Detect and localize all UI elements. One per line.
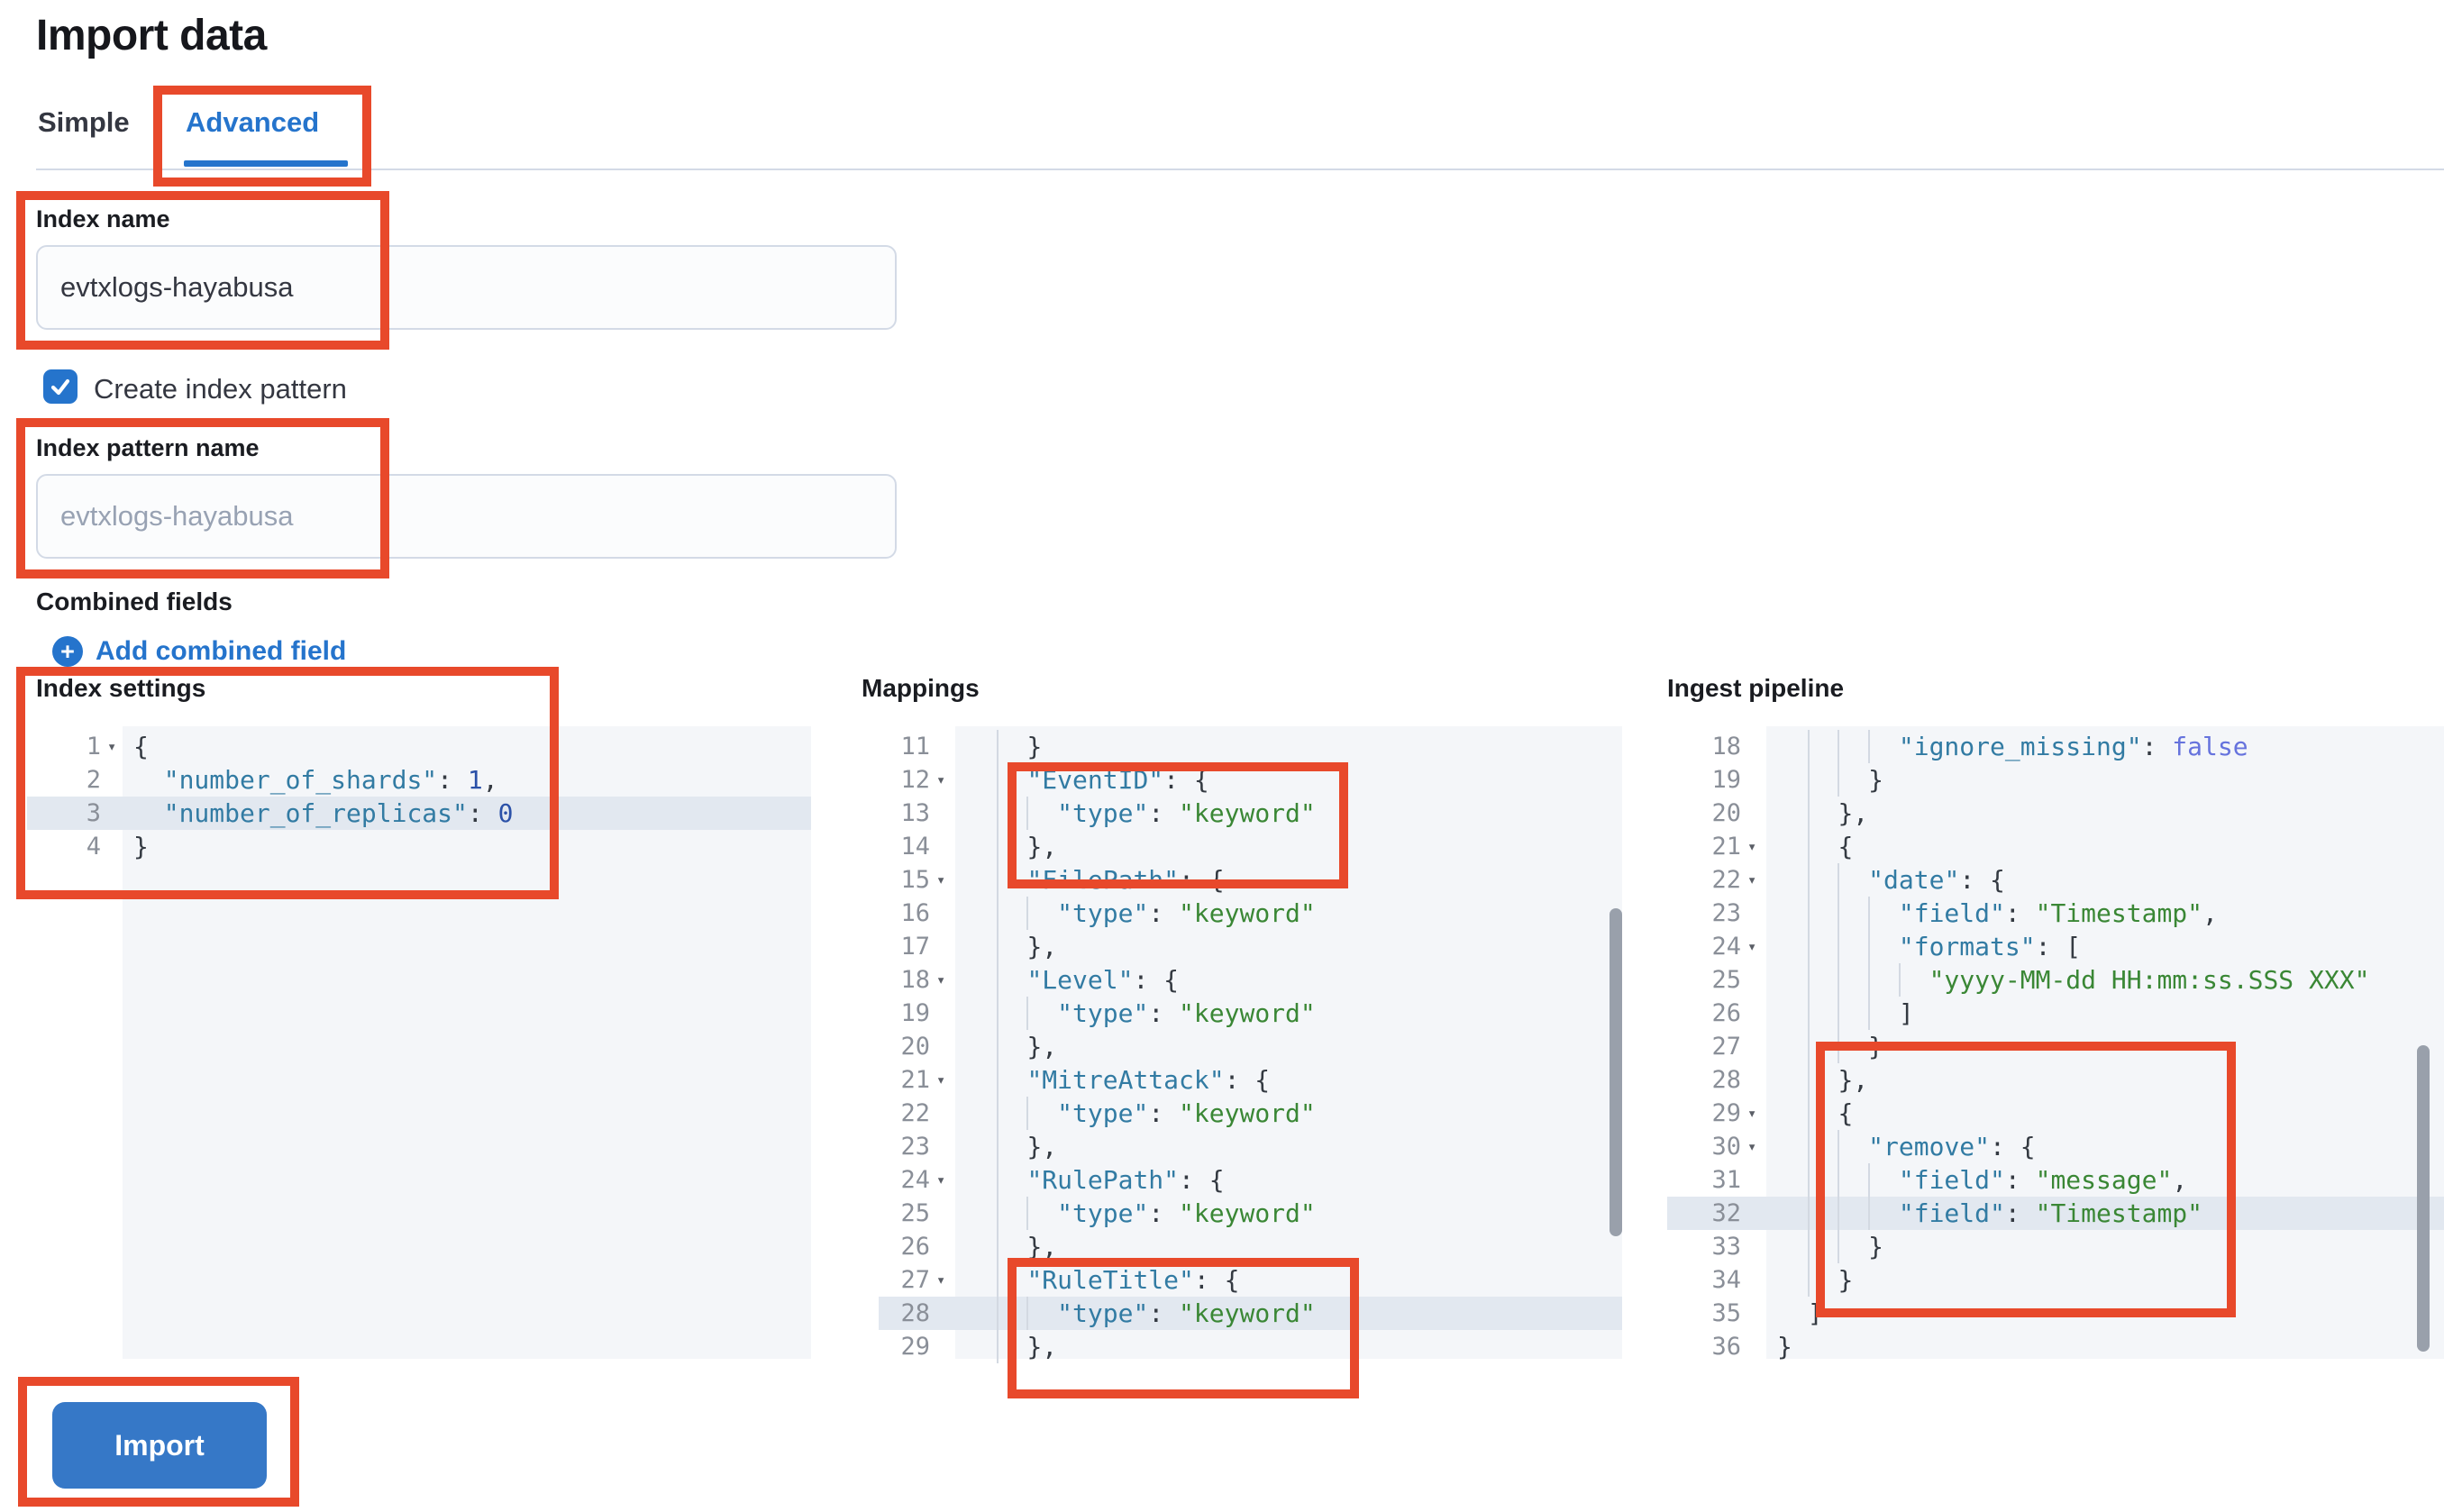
- code-line-22: 22▾ "date": {: [1711, 863, 2005, 897]
- mappings-scrollbar-thumb[interactable]: [1610, 908, 1622, 1236]
- index-name-input[interactable]: [36, 245, 897, 330]
- plus-in-circle-icon: +: [52, 636, 83, 667]
- mappings-editor[interactable]: 11 }12▾ "EventID": {13 "type": "keyword"…: [879, 726, 1622, 1363]
- tab-simple[interactable]: Simple: [38, 106, 130, 138]
- import-button[interactable]: Import: [52, 1402, 267, 1489]
- code-line-27: 27▾ "RuleTitle": {: [900, 1263, 1240, 1297]
- fold-arrow-icon[interactable]: ▾: [1747, 870, 1757, 889]
- code-line-33: 33 }: [1711, 1230, 1884, 1263]
- fold-arrow-icon[interactable]: ▾: [936, 1170, 946, 1189]
- code-line-24: 24▾ "RulePath": {: [900, 1163, 1225, 1197]
- code-line-25: 25 "yyyy-MM-dd HH:mm:ss.SSS XXX": [1711, 963, 2370, 997]
- code-line-23: 23 "field": "Timestamp",: [1711, 897, 2218, 930]
- index-pattern-name-input[interactable]: [36, 474, 897, 559]
- create-index-pattern-label: Create index pattern: [94, 373, 347, 405]
- index-name-label: Index name: [36, 205, 170, 232]
- code-line-36: 36}: [1711, 1332, 1792, 1362]
- index-pattern-name-label: Index pattern name: [36, 434, 260, 461]
- code-line-28: 28 "type": "keyword": [879, 1297, 1622, 1330]
- fold-arrow-icon[interactable]: ▾: [936, 770, 946, 789]
- code-line-18: 18 "ignore_missing": false: [1711, 730, 2248, 763]
- code-line-21: 21▾ "MitreAttack": {: [900, 1063, 1271, 1097]
- code-line-24: 24▾ "formats": [: [1711, 930, 2082, 963]
- code-line-17: 17 },: [900, 930, 1058, 963]
- code-line-26: 26 ]: [1711, 997, 1914, 1030]
- code-line-30: 30▾ "remove": {: [1711, 1130, 2036, 1163]
- code-line-31: 31 "field": "message",: [1711, 1163, 2188, 1197]
- combined-fields-label: Combined fields: [36, 587, 233, 615]
- index-settings-editor[interactable]: 1▾{ 2 "number_of_shards": 1,3 "number_of_…: [27, 726, 811, 1359]
- fold-arrow-icon[interactable]: ▾: [1747, 1104, 1757, 1123]
- page-title: Import data: [36, 12, 267, 59]
- code-line-15: 15▾ "FilePath": {: [900, 863, 1225, 897]
- fold-arrow-icon[interactable]: ▾: [936, 1070, 946, 1089]
- fold-arrow-icon[interactable]: ▾: [1747, 837, 1757, 856]
- fold-arrow-icon[interactable]: ▾: [107, 737, 117, 756]
- fold-arrow-icon[interactable]: ▾: [1747, 1137, 1757, 1156]
- code-line-20: 20 },: [900, 1030, 1058, 1063]
- code-line-11: 11 }: [900, 730, 1043, 763]
- code-line-27: 27 }: [1711, 1030, 1884, 1063]
- code-line-23: 23 },: [900, 1130, 1058, 1163]
- editor-content-background: [955, 726, 1622, 1359]
- fold-arrow-icon[interactable]: ▾: [936, 970, 946, 989]
- code-line-29: 29 },: [900, 1330, 1058, 1363]
- code-line-21: 21▾ {: [1711, 830, 1854, 863]
- fold-arrow-icon[interactable]: ▾: [936, 1271, 946, 1289]
- code-line-4: 4}: [86, 832, 149, 861]
- checkmark-icon: [50, 378, 70, 396]
- fold-arrow-icon[interactable]: ▾: [936, 870, 946, 889]
- code-line-1: 1▾{: [86, 732, 149, 761]
- code-line-20: 20 },: [1711, 797, 1869, 830]
- code-line-22: 22 "type": "keyword": [900, 1097, 1316, 1130]
- code-line-19: 19 }: [1711, 763, 1884, 797]
- code-line-12: 12▾ "EventID": {: [900, 763, 1209, 797]
- code-line-28: 28 },: [1711, 1063, 1869, 1097]
- editor-content-background: [123, 726, 811, 1359]
- code-line-13: 13 "type": "keyword": [900, 797, 1316, 830]
- code-line-14: 14 },: [900, 830, 1058, 863]
- code-line-2: 2 "number_of_shards": 1,: [86, 765, 498, 795]
- tab-advanced[interactable]: Advanced: [186, 106, 320, 138]
- ingest-pipeline-scrollbar-thumb[interactable]: [2417, 1045, 2430, 1352]
- create-index-pattern-checkbox[interactable]: [43, 369, 78, 404]
- code-line-18: 18▾ "Level": {: [900, 963, 1180, 997]
- tabs-divider: [36, 169, 2444, 170]
- code-line-29: 29▾ {: [1711, 1097, 1854, 1130]
- code-line-35: 35 ]: [1711, 1298, 1823, 1328]
- fold-arrow-icon[interactable]: ▾: [1747, 937, 1757, 956]
- add-combined-field-label: Add combined field: [96, 636, 347, 666]
- ingest-pipeline-label: Ingest pipeline: [1667, 674, 1845, 702]
- code-line-16: 16 "type": "keyword": [900, 897, 1316, 930]
- code-line-32: 32 "field": "Timestamp": [1667, 1197, 2444, 1230]
- code-line-26: 26 },: [900, 1230, 1058, 1263]
- mappings-label: Mappings: [862, 674, 980, 702]
- code-line-34: 34 }: [1711, 1263, 1854, 1297]
- code-line-3: 3 "number_of_replicas": 0: [27, 797, 811, 830]
- code-line-19: 19 "type": "keyword": [900, 997, 1316, 1030]
- add-combined-field-link[interactable]: + Add combined field: [52, 636, 346, 667]
- index-settings-label: Index settings: [36, 674, 206, 702]
- tab-advanced-underline: [184, 160, 348, 167]
- code-line-25: 25 "type": "keyword": [900, 1197, 1316, 1230]
